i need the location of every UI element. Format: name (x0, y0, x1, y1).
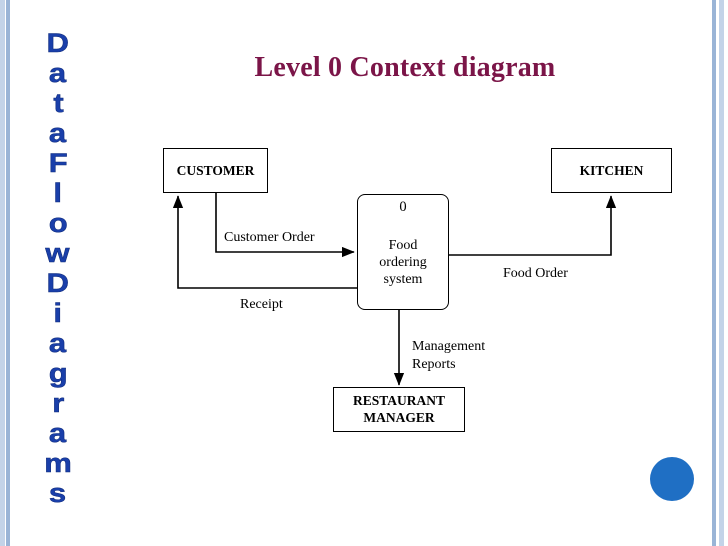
side-title-letter-9: i (53, 298, 63, 329)
flow-label-receipt: Receipt (240, 297, 283, 312)
entity-restaurant-manager[interactable]: RESTAURANT MANAGER (333, 387, 465, 432)
flow-line-food-order (449, 195, 617, 256)
side-title-letter-10: a (49, 328, 67, 359)
side-title-letter-0: D (46, 28, 70, 59)
process-food-ordering-system[interactable]: 0 Food ordering system (357, 194, 449, 310)
side-title-letter-3: a (49, 118, 67, 149)
page-title: Level 0 Context diagram (254, 52, 556, 83)
side-title-letter-13: a (49, 418, 67, 449)
process-name: Food ordering system (379, 238, 427, 287)
side-title-letter-14: m (44, 448, 72, 479)
entity-customer[interactable]: CUSTOMER (163, 148, 268, 193)
side-title-letter-6: o (48, 208, 68, 239)
entity-kitchen-label: KITCHEN (579, 162, 644, 178)
side-title-letter-11: g (48, 358, 68, 389)
left-decorative-bar-inner (6, 0, 10, 546)
side-title-letter-4: F (48, 148, 68, 179)
side-title-letter-8: D (46, 268, 70, 299)
side-title-letter-1: a (49, 58, 67, 89)
right-decorative-bar-outer (719, 0, 724, 546)
flow-label-management-reports: Management Reports (412, 339, 486, 373)
side-title-letter-7: w (45, 238, 71, 269)
entity-customer-label: CUSTOMER (176, 162, 255, 178)
side-vertical-title: D a t a F l o w D i a g r a m s (18, 28, 98, 509)
side-title-letter-2: t (52, 88, 64, 119)
decorative-circle (650, 457, 694, 501)
flow-label-food-order: Food Order (503, 266, 568, 281)
flow-label-customer-order: Customer Order (224, 230, 315, 245)
entity-restaurant-manager-label: RESTAURANT MANAGER (352, 392, 445, 425)
side-title-letter-5: l (53, 178, 63, 209)
side-title-letter-12: r (51, 388, 65, 419)
right-decorative-bar-inner (712, 0, 716, 546)
left-decorative-bar-outer (0, 0, 5, 546)
side-title-letter-15: s (49, 478, 67, 509)
process-number: 0 (399, 199, 407, 215)
entity-kitchen[interactable]: KITCHEN (551, 148, 672, 193)
